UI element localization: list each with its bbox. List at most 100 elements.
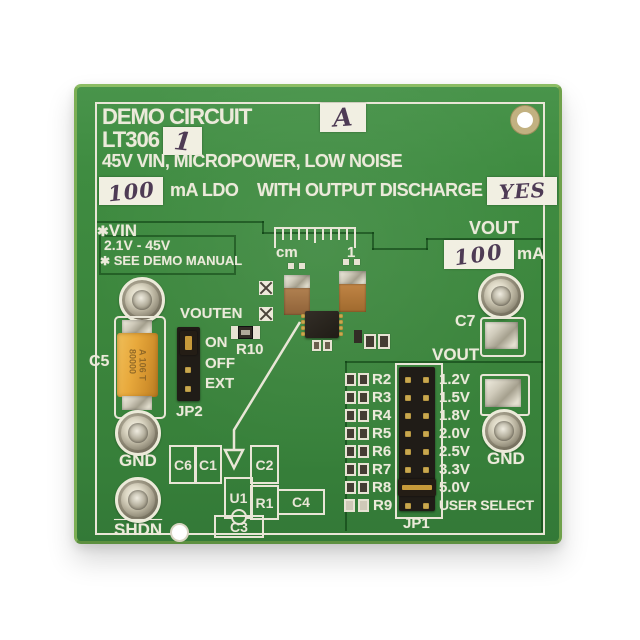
jp1-pin — [423, 503, 429, 509]
r5-resistor — [345, 427, 356, 440]
vin-label: ✱VIN — [97, 221, 137, 241]
smd-pad — [343, 259, 349, 265]
ic-pin — [339, 326, 343, 330]
r2-resistor — [345, 373, 356, 386]
u1-outline: U1 — [224, 477, 253, 525]
current-unit-label: mA LDO — [170, 180, 239, 200]
c7-turret — [478, 273, 524, 319]
u1-notch — [230, 509, 247, 525]
ruler-unit: cm — [276, 244, 298, 261]
smd-resistor — [323, 340, 332, 351]
jp1-pin — [405, 377, 411, 383]
ruler-tick — [338, 227, 340, 240]
c7-label: C7 — [455, 313, 476, 330]
c7-outline — [480, 317, 526, 357]
ruler-tick — [282, 227, 284, 240]
jp1-pin — [405, 467, 411, 473]
output-capacitor — [485, 379, 521, 407]
c5-capacitor-body: A 106 T 80000 — [117, 333, 158, 397]
fiducial-pad — [259, 307, 273, 321]
vin-range: 2.1V - 45V — [104, 237, 171, 253]
shdn-label: SHDN — [114, 520, 163, 539]
groove-line — [372, 248, 428, 250]
c5-marking: A 106 T — [137, 349, 148, 381]
asterisk-icon: ✱ — [100, 254, 111, 268]
groove-line — [262, 232, 374, 234]
c3-outline: C3 — [214, 515, 264, 538]
jp1-pin — [405, 449, 411, 455]
groove-line — [426, 238, 543, 240]
vin-turret — [119, 277, 165, 323]
jp1-outline — [395, 363, 443, 519]
r2-resistor — [358, 373, 369, 386]
gnd-label-right: GND — [487, 449, 525, 468]
r5-label: R5 — [372, 425, 392, 442]
c4-outline: C4 — [277, 489, 325, 515]
v-1-8: 1.8V — [439, 407, 470, 424]
ruler-tick — [322, 227, 324, 240]
ruler-tick — [346, 227, 348, 240]
vout-current-handwritten: 100 — [452, 238, 506, 271]
r10-pad — [231, 326, 238, 339]
v-1-2: 1.2V — [439, 371, 470, 388]
r7-label: R7 — [372, 461, 392, 478]
revision-handwritten: A — [332, 102, 354, 133]
jp2-option-ext: EXT — [205, 375, 235, 392]
ic-pin — [301, 320, 305, 324]
c1-outline: C1 — [194, 445, 222, 484]
capacitor-end — [284, 275, 310, 289]
v-3-3: 3.3V — [439, 461, 470, 478]
r4-label: R4 — [372, 407, 392, 424]
vin-info-box — [99, 235, 236, 275]
ic-pin — [339, 320, 343, 324]
gnd-label-left: GND — [119, 451, 157, 470]
jp1-pin — [423, 467, 429, 473]
jp1-pin — [405, 503, 411, 509]
r10-pad — [253, 326, 260, 339]
revision-box: A — [320, 102, 366, 133]
r3-resistor — [345, 391, 356, 404]
asterisk-icon: ✱ — [97, 223, 109, 239]
jp2-option-off: OFF — [205, 355, 235, 372]
ruler-tick — [354, 227, 356, 248]
current-value-handwritten: 100 — [106, 176, 156, 206]
c2-label: C2 — [255, 456, 274, 473]
jp1-pin — [423, 395, 429, 401]
r8-resistor — [345, 481, 356, 494]
ruler-tick — [314, 227, 316, 243]
jp2-header — [177, 327, 200, 401]
ic-pin — [301, 332, 305, 336]
ruler-mark-1: 1 — [347, 244, 356, 261]
feature-value-box: YES — [487, 177, 557, 205]
smd-resistor — [364, 334, 376, 349]
jp1-pin — [405, 431, 411, 437]
current-value-box: 100 — [99, 176, 163, 206]
gnd-turret-left — [115, 410, 161, 456]
r4-resistor — [345, 409, 356, 422]
smd-resistor — [312, 340, 321, 351]
vout-current-box: 100 — [444, 238, 514, 271]
c5-label: C5 — [89, 353, 110, 370]
c2-outline: C2 — [250, 445, 279, 484]
user-select-label: USER SELECT — [439, 497, 534, 513]
u1-label: U1 — [229, 490, 248, 506]
jp2-pin — [185, 386, 191, 392]
r6-resistor — [345, 445, 356, 458]
ruler-tick — [298, 227, 300, 240]
ic-pin — [339, 332, 343, 336]
r10-resistor — [238, 326, 253, 339]
r9-label: R9 — [373, 497, 393, 514]
smd-pad — [299, 263, 305, 269]
v-5-0: 5.0V — [439, 479, 470, 496]
part-number: LT306 — [102, 127, 160, 152]
r6-resistor — [358, 445, 369, 458]
c4-label: C4 — [292, 494, 310, 510]
vin-label-text: VIN — [108, 221, 138, 240]
r10-label: R10 — [236, 341, 264, 358]
jp1-shunt-contact — [402, 485, 432, 490]
r4-resistor — [358, 409, 369, 422]
c6-outline: C6 — [169, 445, 197, 484]
c5-lead-top — [122, 320, 152, 334]
board-title: DEMO CIRCUIT — [102, 104, 252, 129]
